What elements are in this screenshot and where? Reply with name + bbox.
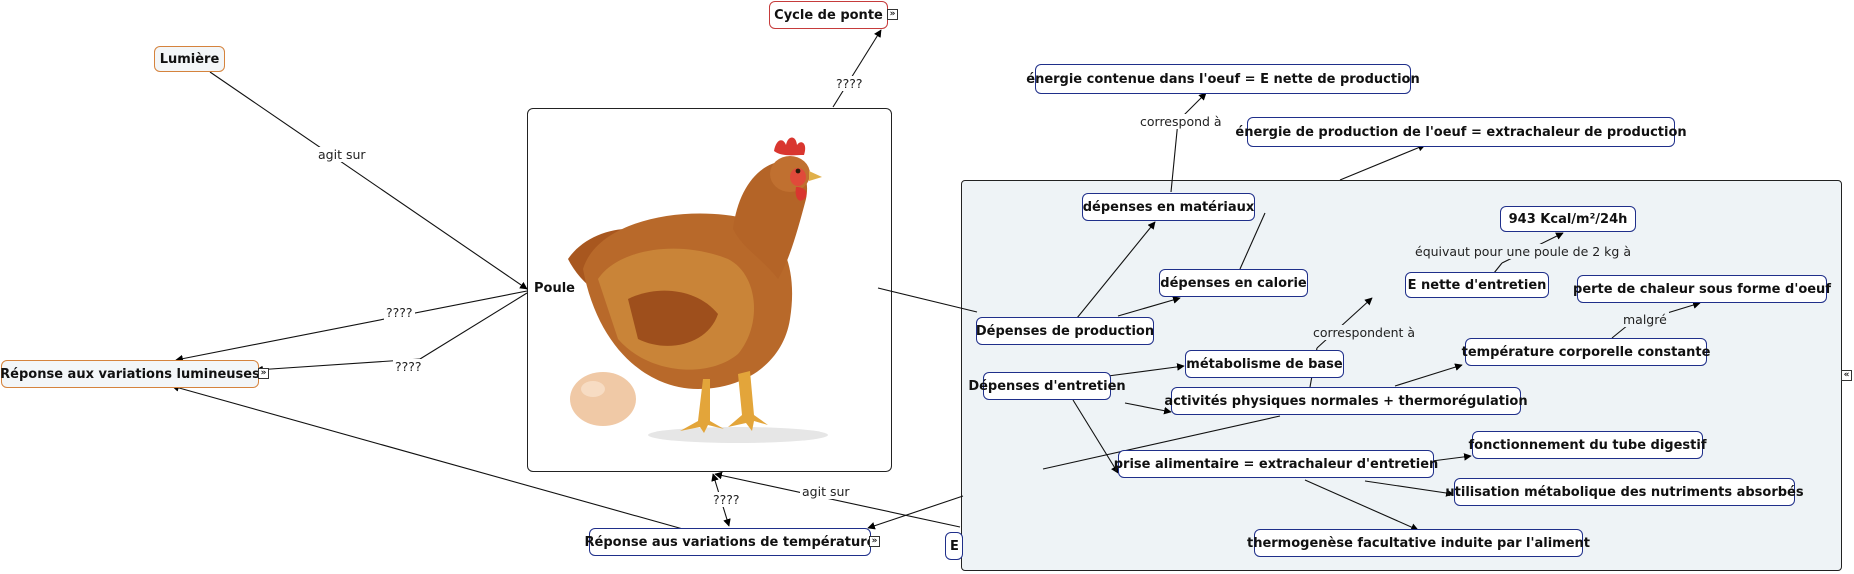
node-prise-alimentaire[interactable]: prise alimentaire = extrachaleur d'entre…: [1114, 450, 1438, 478]
node-thermogenese[interactable]: thermogenèse facultative induite par l'a…: [1247, 529, 1590, 557]
node-reponse-lumineuses[interactable]: Réponse aux variations lumineuses: [0, 360, 260, 388]
node-lumiere[interactable]: Lumière: [154, 46, 225, 72]
node-e-nette-entretien[interactable]: E nette d'entretien: [1405, 272, 1549, 298]
node-e-partial[interactable]: E: [945, 532, 963, 560]
link-label-lum-1: ????: [384, 305, 415, 320]
expand-icon[interactable]: »: [887, 9, 898, 20]
link-label-agit-sur-2: agit sur: [800, 484, 852, 499]
node-depenses-materiaux[interactable]: dépenses en matériaux: [1082, 193, 1255, 221]
node-utilisation-metabolique[interactable]: utilisation métabolique des nutriments a…: [1445, 478, 1804, 506]
node-reponse-temperature[interactable]: Réponse aus variations de température: [585, 528, 875, 556]
node-depenses-entretien[interactable]: Dépenses d'entretien: [968, 372, 1126, 400]
node-metabolisme-base[interactable]: métabolisme de base: [1185, 350, 1344, 378]
link-label-temp: ????: [711, 492, 742, 507]
node-energie-oeuf[interactable]: énergie contenue dans l'oeuf = E nette d…: [1026, 64, 1420, 94]
link-label-cycle: ????: [834, 76, 865, 91]
link-label-equivaut: équivaut pour une poule de 2 kg à: [1413, 244, 1633, 259]
node-energie-production[interactable]: énergie de production de l'oeuf = extrac…: [1235, 117, 1687, 147]
node-tube-digestif[interactable]: fonctionnement du tube digestif: [1469, 431, 1707, 459]
link-label-correspond: correspond à: [1138, 114, 1224, 129]
node-temperature-constante[interactable]: température corporelle constante: [1462, 338, 1710, 366]
expand-icon[interactable]: »: [869, 536, 880, 547]
node-cycle-de-ponte[interactable]: Cycle de ponte: [769, 1, 888, 29]
expand-icon[interactable]: »: [258, 368, 269, 379]
link-label-malgre: malgré: [1621, 312, 1669, 327]
link-label-agit-sur: agit sur: [316, 147, 368, 162]
node-depenses-production[interactable]: Dépenses de production: [976, 317, 1154, 345]
node-943-kcal[interactable]: 943 Kcal/m²/24h: [1500, 206, 1636, 232]
link-label-lum-2: ????: [393, 359, 424, 374]
node-depenses-calorie[interactable]: dépenses en calorie: [1159, 269, 1308, 297]
collapse-icon[interactable]: «: [1841, 370, 1852, 381]
hen-photo-frame: [527, 108, 892, 472]
node-activites[interactable]: activités physiques normales + thermorég…: [1164, 387, 1528, 415]
node-perte-chaleur[interactable]: perte de chaleur sous forme d'oeuf: [1573, 275, 1831, 303]
node-poule[interactable]: Poule: [534, 281, 575, 296]
link-label-correspondent: correspondent à: [1311, 325, 1418, 340]
hen-illustration: [568, 137, 828, 443]
